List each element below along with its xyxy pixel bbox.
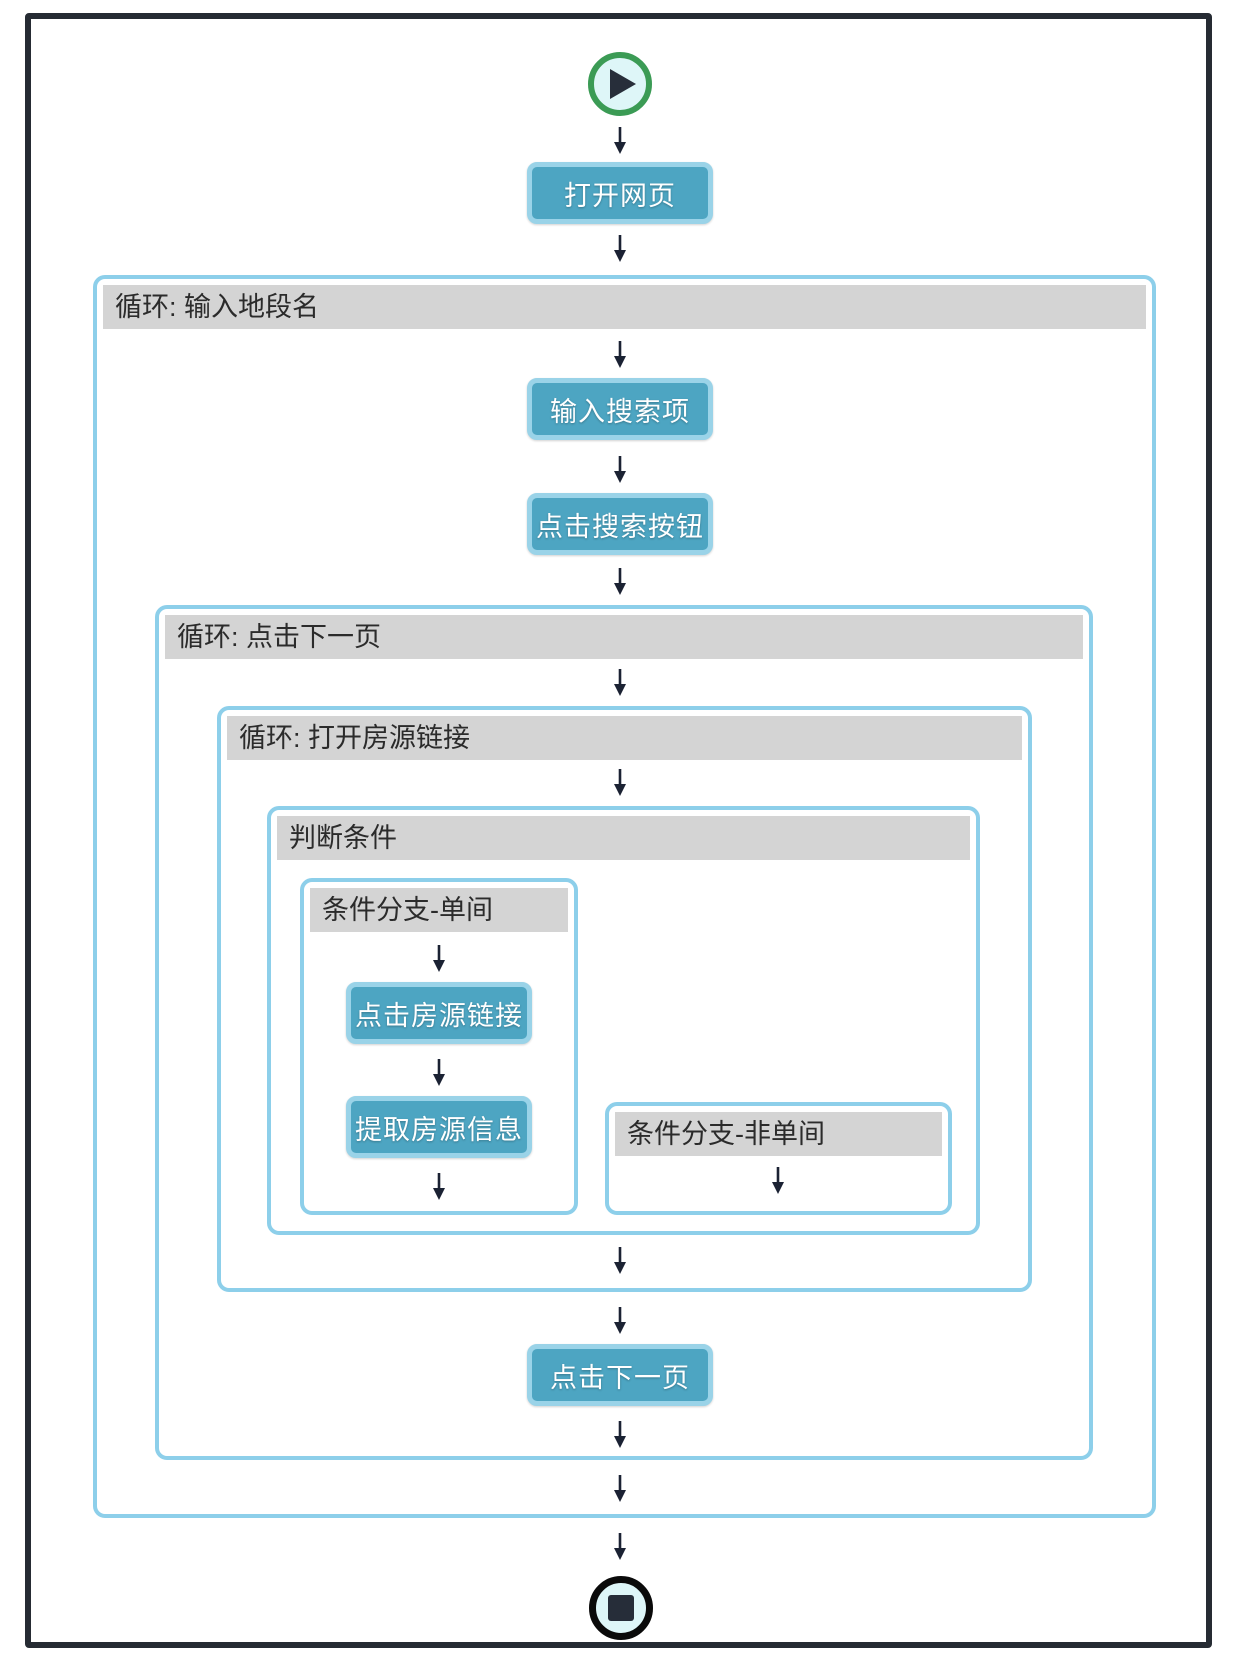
loop-location-header[interactable]: 循环: 输入地段名 xyxy=(103,285,1146,329)
play-icon xyxy=(610,69,636,99)
down-arrow-icon xyxy=(612,668,628,696)
step-label: 点击下一页 xyxy=(550,1362,690,1393)
start-icon[interactable] xyxy=(588,52,652,116)
down-arrow-icon xyxy=(612,1306,628,1334)
step-label: 点击搜索按钮 xyxy=(536,511,704,542)
down-arrow-icon xyxy=(612,234,628,262)
stop-icon xyxy=(608,1595,634,1621)
step-label: 打开网页 xyxy=(564,180,676,211)
step-label: 提取房源信息 xyxy=(355,1114,523,1145)
step-click-search[interactable]: 点击搜索按钮 xyxy=(527,493,713,555)
end-icon[interactable] xyxy=(589,1576,653,1640)
loop-next-page-container: 循环: 点击下一页 循环: 打开房源链接 判断条件 条件分支-单间 xyxy=(155,605,1093,1460)
down-arrow-icon xyxy=(612,455,628,483)
down-arrow-icon xyxy=(431,1172,447,1200)
step-enter-search[interactable]: 输入搜索项 xyxy=(527,378,713,440)
down-arrow-icon xyxy=(612,340,628,368)
step-open-page[interactable]: 打开网页 xyxy=(527,162,713,224)
down-arrow-icon xyxy=(612,126,628,154)
step-click-listing[interactable]: 点击房源链接 xyxy=(346,982,532,1044)
down-arrow-icon xyxy=(770,1166,786,1194)
down-arrow-icon xyxy=(612,768,628,796)
down-arrow-icon xyxy=(612,1246,628,1274)
down-arrow-icon xyxy=(612,567,628,595)
down-arrow-icon xyxy=(612,1420,628,1448)
condition-container: 判断条件 条件分支-单间 点击房源链接 提取房源信息 xyxy=(267,806,980,1235)
branch-not-single-header[interactable]: 条件分支-非单间 xyxy=(615,1112,942,1156)
step-extract-info[interactable]: 提取房源信息 xyxy=(346,1096,532,1158)
loop-open-listing-header[interactable]: 循环: 打开房源链接 xyxy=(227,716,1022,760)
step-label: 点击房源链接 xyxy=(355,1000,523,1031)
loop-location-container: 循环: 输入地段名 输入搜索项 点击搜索按钮 循环: 点击下一页 循环: 打开房… xyxy=(93,275,1156,1518)
branch-not-single-container: 条件分支-非单间 xyxy=(605,1102,952,1215)
branch-single-container: 条件分支-单间 点击房源链接 提取房源信息 xyxy=(300,878,578,1215)
loop-open-listing-container: 循环: 打开房源链接 判断条件 条件分支-单间 点击房源链接 xyxy=(217,706,1032,1292)
condition-header[interactable]: 判断条件 xyxy=(277,816,970,860)
loop-next-page-header[interactable]: 循环: 点击下一页 xyxy=(165,615,1083,659)
workflow-frame: 打开网页 循环: 输入地段名 输入搜索项 点击搜索按钮 循环: 点击下一页 循环 xyxy=(25,13,1212,1648)
step-click-next-page[interactable]: 点击下一页 xyxy=(527,1344,713,1406)
down-arrow-icon xyxy=(612,1474,628,1502)
branch-single-header[interactable]: 条件分支-单间 xyxy=(310,888,568,932)
down-arrow-icon xyxy=(431,944,447,972)
down-arrow-icon xyxy=(431,1058,447,1086)
down-arrow-icon xyxy=(612,1532,628,1560)
step-label: 输入搜索项 xyxy=(550,396,690,427)
